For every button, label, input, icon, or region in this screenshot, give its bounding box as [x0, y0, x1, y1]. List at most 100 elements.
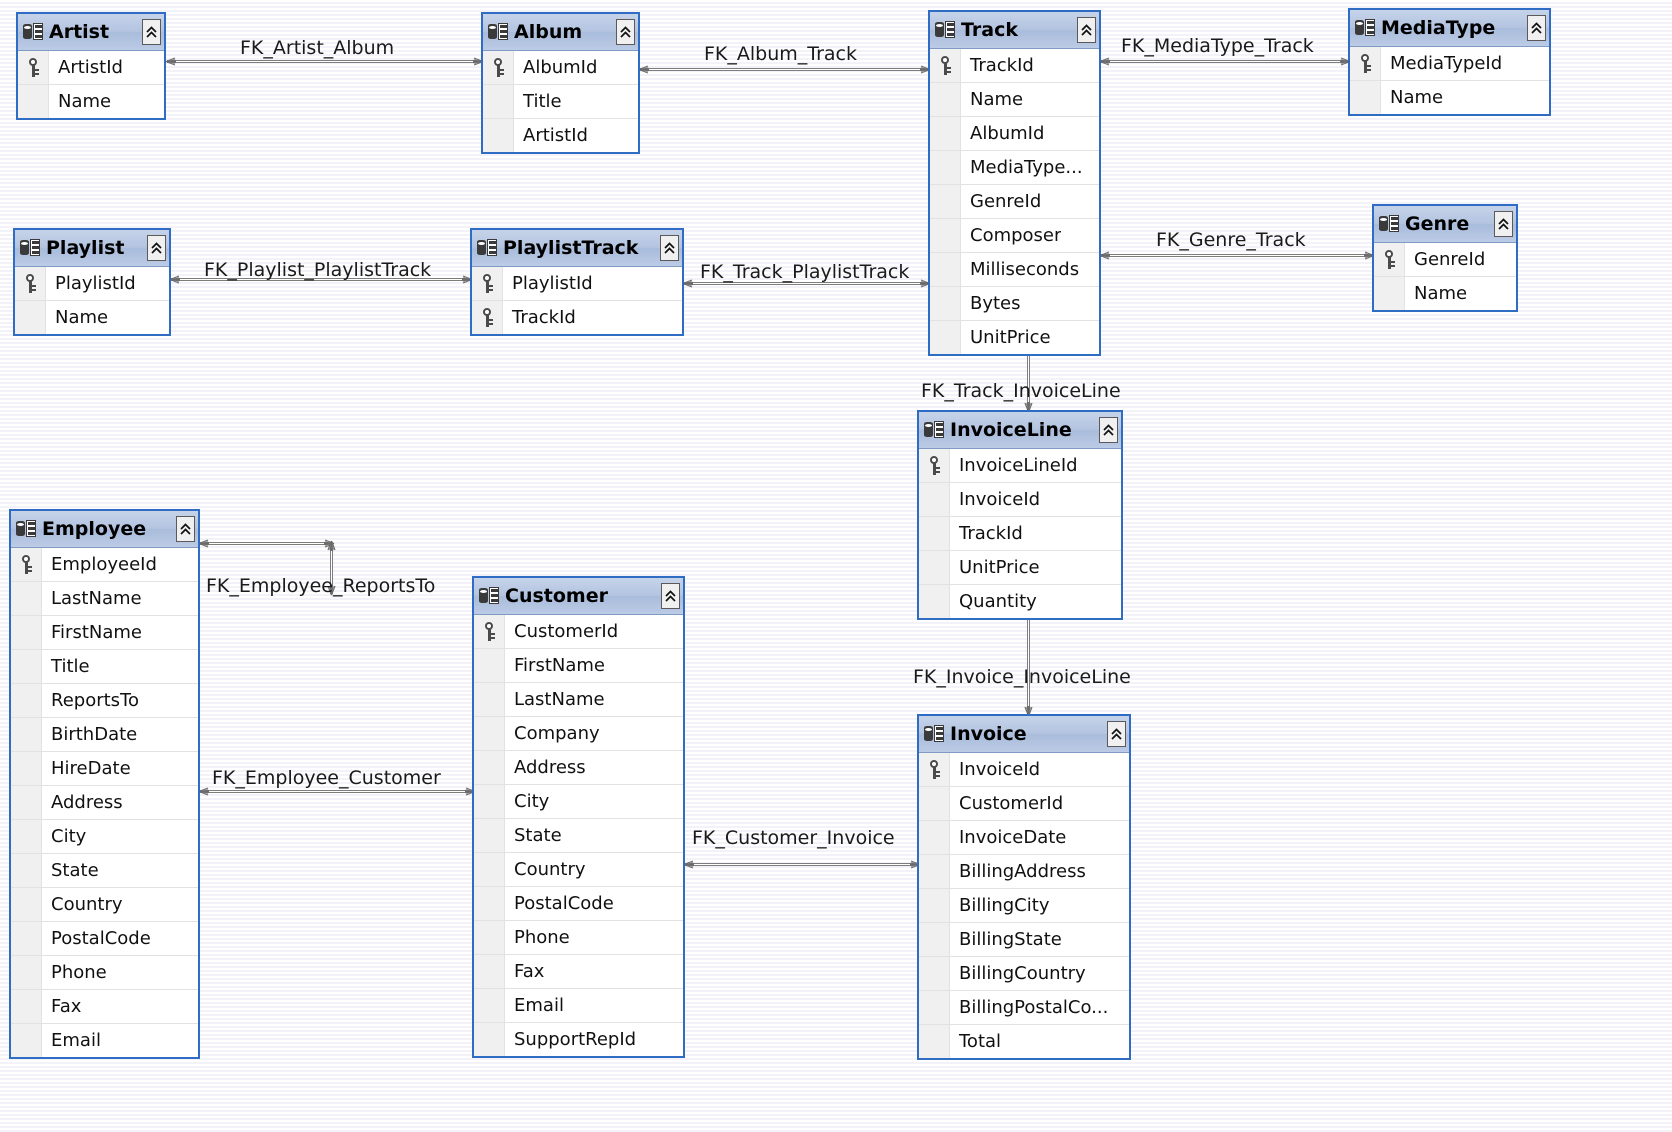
relationship-label-fk-track-invoiceline[interactable]: FK_Track_InvoiceLine [921, 380, 1121, 402]
field-row[interactable]: Address [474, 750, 683, 784]
collapse-chevron-icon[interactable] [1107, 721, 1126, 747]
relationship-label-fk-invoice-invoiceline[interactable]: FK_Invoice_InvoiceLine [913, 666, 1131, 688]
collapse-chevron-icon[interactable] [616, 19, 635, 45]
field-row[interactable]: EmployeeId [11, 548, 198, 581]
field-row[interactable]: Email [11, 1023, 198, 1057]
collapse-chevron-icon[interactable] [1527, 15, 1546, 41]
field-row[interactable]: FirstName [474, 648, 683, 682]
collapse-chevron-icon[interactable] [142, 19, 161, 45]
field-row[interactable]: ArtistId [18, 51, 164, 84]
field-row[interactable]: Phone [474, 920, 683, 954]
field-row[interactable]: TrackId [930, 49, 1099, 82]
field-row[interactable]: GenreId [930, 184, 1099, 218]
entity-header-genre[interactable]: Genre [1374, 206, 1516, 243]
field-row[interactable]: PlaylistId [472, 267, 682, 300]
field-row[interactable]: Email [474, 988, 683, 1022]
field-row[interactable]: GenreId [1374, 243, 1516, 276]
field-row[interactable]: BillingCountry [919, 956, 1129, 990]
relationship-label-fk-employee-customer[interactable]: FK_Employee_Customer [212, 767, 441, 789]
field-row[interactable]: Country [474, 852, 683, 886]
field-row[interactable]: PostalCode [11, 921, 198, 955]
relationship-label-fk-mediatype-track[interactable]: FK_MediaType_Track [1121, 35, 1314, 57]
entity-header-track[interactable]: Track [930, 12, 1099, 49]
field-row[interactable]: Company [474, 716, 683, 750]
entity-header-album[interactable]: Album [483, 14, 638, 51]
field-row[interactable]: TrackId [919, 516, 1121, 550]
field-row[interactable]: PostalCode [474, 886, 683, 920]
entity-header-invoiceline[interactable]: InvoiceLine [919, 412, 1121, 449]
field-row[interactable]: Country [11, 887, 198, 921]
field-row[interactable]: ReportsTo [11, 683, 198, 717]
field-row[interactable]: City [474, 784, 683, 818]
collapse-chevron-icon[interactable] [147, 235, 166, 261]
field-row[interactable]: Address [11, 785, 198, 819]
entity-header-employee[interactable]: Employee [11, 511, 198, 548]
entity-header-playlisttrack[interactable]: PlaylistTrack [472, 230, 682, 267]
entity-header-playlist[interactable]: Playlist [15, 230, 169, 267]
field-row[interactable]: InvoiceLineId [919, 449, 1121, 482]
entity-header-invoice[interactable]: Invoice [919, 716, 1129, 753]
field-row[interactable]: InvoiceDate [919, 820, 1129, 854]
collapse-chevron-icon[interactable] [1494, 211, 1513, 237]
field-row[interactable]: LastName [474, 682, 683, 716]
field-row[interactable]: Fax [11, 989, 198, 1023]
field-row[interactable]: MediaType... [930, 150, 1099, 184]
relationship-label-fk-track-playlisttrack[interactable]: FK_Track_PlaylistTrack [700, 261, 910, 283]
field-row[interactable]: InvoiceId [919, 753, 1129, 786]
field-row[interactable]: FirstName [11, 615, 198, 649]
field-row[interactable]: ArtistId [483, 118, 638, 152]
field-row[interactable]: SupportRepId [474, 1022, 683, 1056]
field-row[interactable]: Total [919, 1024, 1129, 1058]
field-row[interactable]: UnitPrice [919, 550, 1121, 584]
field-row[interactable]: Name [930, 82, 1099, 116]
collapse-chevron-icon[interactable] [176, 516, 195, 542]
entity-header-artist[interactable]: Artist [18, 14, 164, 51]
field-row[interactable]: Name [1374, 276, 1516, 310]
field-row[interactable]: MediaTypeId [1350, 47, 1549, 80]
field-row[interactable]: City [11, 819, 198, 853]
field-row[interactable]: PlaylistId [15, 267, 169, 300]
field-row[interactable]: UnitPrice [930, 320, 1099, 354]
field-row[interactable]: BirthDate [11, 717, 198, 751]
relationship-label-fk-playlist-playlisttrack[interactable]: FK_Playlist_PlaylistTrack [204, 259, 432, 281]
field-row[interactable]: LastName [11, 581, 198, 615]
field-row[interactable]: Bytes [930, 286, 1099, 320]
field-row[interactable]: BillingCity [919, 888, 1129, 922]
field-row[interactable]: Name [15, 300, 169, 334]
entity-header-customer[interactable]: Customer [474, 578, 683, 615]
field-row[interactable]: Phone [11, 955, 198, 989]
collapse-chevron-icon[interactable] [1077, 17, 1096, 43]
field-row[interactable]: TrackId [472, 300, 682, 334]
relationship-label-fk-artist-album[interactable]: FK_Artist_Album [240, 37, 395, 59]
field-row[interactable]: Title [11, 649, 198, 683]
field-row[interactable]: AlbumId [930, 116, 1099, 150]
collapse-chevron-icon[interactable] [660, 235, 679, 261]
field-row[interactable]: Title [483, 84, 638, 118]
relationship-label-fk-customer-invoice[interactable]: FK_Customer_Invoice [692, 827, 895, 849]
field-row[interactable]: CustomerId [474, 615, 683, 648]
field-row[interactable]: InvoiceId [919, 482, 1121, 516]
field-row[interactable]: BillingPostalCo... [919, 990, 1129, 1024]
field-row[interactable]: Name [1350, 80, 1549, 114]
field-row[interactable]: CustomerId [919, 786, 1129, 820]
entity-header-mediatype[interactable]: MediaType [1350, 10, 1549, 47]
field-row[interactable]: Name [18, 84, 164, 118]
field-row[interactable]: AlbumId [483, 51, 638, 84]
relationship-label-fk-album-track[interactable]: FK_Album_Track [704, 43, 857, 65]
field-row[interactable]: BillingState [919, 922, 1129, 956]
field-row[interactable]: Milliseconds [930, 252, 1099, 286]
field-row[interactable]: HireDate [11, 751, 198, 785]
collapse-chevron-icon[interactable] [661, 583, 680, 609]
relationship-label-fk-employee-reportsto[interactable]: FK_Employee_ReportsTo [206, 575, 436, 597]
